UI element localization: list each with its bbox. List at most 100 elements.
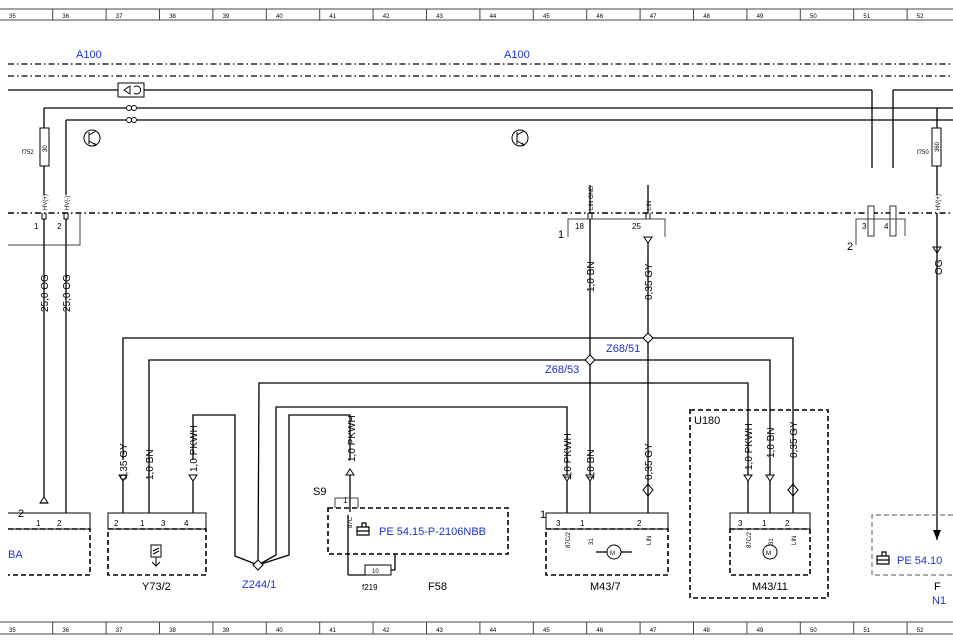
splice-label-z68-53: Z68/53 — [545, 364, 579, 376]
component-m43-11: 3 1 2 1,0 PKWH 1,0 BN 0,35 GY 87C/2 31 L… — [729, 421, 811, 593]
mid-pin-25: 25 — [632, 222, 641, 231]
ruler-column-number: 35 — [9, 14, 16, 20]
wire-label-og-2: 25,0 OG — [62, 274, 73, 312]
ruler-column-number: 45 — [543, 14, 550, 20]
ruler-column-number: 44 — [490, 14, 497, 20]
ruler-column-number: 36 — [62, 628, 69, 634]
ruler-column-number: 42 — [383, 14, 390, 20]
wire-label-pk-f58: 1,0 PKWH — [347, 415, 358, 462]
ruler-column-number: 49 — [757, 14, 764, 20]
left-box-pin-1: 1 — [36, 519, 41, 528]
right-component-box: PE 54.10 F N1 — [871, 514, 953, 607]
ruler-column-number: 50 — [810, 14, 817, 20]
ruler-column-number: 37 — [116, 628, 123, 634]
ruler-column-number: 37 — [116, 14, 123, 20]
solenoid-valve-icon — [150, 544, 162, 568]
right-connector-num: 2 — [847, 241, 853, 253]
connector-mid: LIN GND LIN 1 18 25 1,0 BN 0,35 GY — [558, 185, 666, 300]
bus-label-a100-mid: A100 — [504, 49, 530, 61]
wire-label-gy-y73: 0,35 GY — [119, 443, 130, 480]
ruler-column-number: 47 — [650, 628, 657, 634]
splice-z244-1: Z244/1 — [242, 559, 276, 591]
wire-label-pk-m437: 1,0 PKWH — [563, 433, 574, 480]
m4311-label: M43/11 — [752, 581, 788, 593]
left-component-box: 2 1 2 BA — [8, 496, 91, 576]
f58-label: F58 — [428, 581, 447, 593]
pin-name-hv-plus-right: HV(+) — [936, 194, 942, 210]
f219-value: 10 — [372, 569, 379, 575]
splice-label-z244-1: Z244/1 — [242, 579, 276, 591]
y73-pin-1: 1 — [140, 519, 145, 528]
ruler-column-number: 46 — [596, 14, 603, 20]
svg-text:M: M — [610, 551, 615, 557]
m437-pin-3: 3 — [556, 519, 561, 528]
s9-pin-name: 87C — [348, 516, 354, 528]
s9-pin-1: 1 — [343, 496, 348, 505]
wire-label-bn-y73: 1,0 BN — [145, 449, 156, 480]
ruler-column-number: 49 — [757, 628, 764, 634]
wire-label-gy-m437: 0,35 GY — [644, 443, 655, 480]
y73-pin-3: 3 — [161, 519, 166, 528]
ruler-column-number: 39 — [223, 14, 230, 20]
transistor-icon — [83, 129, 101, 147]
fuse-f752-label: f752 — [22, 150, 34, 156]
wire-label-gy-top: 0,35 GY — [644, 263, 655, 300]
m437-pin-2: 2 — [637, 519, 642, 528]
ruler-column-number: 41 — [329, 628, 336, 634]
wire-label-gy-m4311: 0,35 GY — [789, 421, 800, 458]
mid-pin-18: 18 — [575, 222, 584, 231]
left-box-num: 2 — [18, 508, 24, 520]
ruler-column-number: 38 — [169, 628, 176, 634]
m4311-pin-name-31: 31 — [769, 538, 775, 545]
wire-label-pk-y73: 1,0 PKWH — [189, 425, 200, 472]
m4311-pin-name-lin: LIN — [792, 536, 798, 545]
splice-z68-51: Z68/51 — [606, 332, 654, 355]
ruler-column-number: 42 — [383, 628, 390, 634]
fuse-f750-label: f750 — [917, 150, 929, 156]
m4311-pin-1: 1 — [762, 519, 767, 528]
connector-left: HV(+) HV(-) 1 2 25,0 OG 25,0 OG — [8, 194, 81, 513]
pe-reference-2: PE 54.10 — [897, 555, 942, 567]
wire-runs — [122, 219, 794, 566]
motor-icon: M — [762, 544, 778, 560]
ruler-column-number: 50 — [810, 628, 817, 634]
right-box-label-f: F — [934, 581, 941, 593]
ruler-column-number: 48 — [703, 628, 710, 634]
f219-label: f219 — [362, 583, 378, 592]
s9-label: S9 — [313, 486, 326, 498]
right-pin-4: 4 — [884, 222, 889, 231]
fuse-f750-value: 360 — [935, 141, 941, 152]
m4311-pin-name-87c: 87C/2 — [747, 531, 753, 548]
ruler-column-number: 51 — [863, 14, 870, 20]
mid-connector-num: 1 — [558, 229, 564, 241]
left-pin-1: 1 — [34, 222, 39, 231]
component-y73-2: 2 1 3 4 0,35 GY 1,0 BN 1,0 PKWH Y73/2 — [107, 425, 207, 593]
right-box-label-n1: N1 — [932, 595, 946, 607]
y73-pin-2: 2 — [114, 519, 119, 528]
ruler-column-number: 40 — [276, 628, 283, 634]
pin-name-hv-plus: HV(+) — [43, 194, 49, 210]
ruler-column-number: 52 — [917, 14, 924, 20]
component-s9-f58: 1,0 PKWH S9 1 87C 10 f219 F58 PE 54.15-P… — [313, 415, 509, 593]
m4311-pin-2: 2 — [785, 519, 790, 528]
a100-bus: A100 A100 — [8, 49, 953, 77]
left-pin-2: 2 — [57, 222, 62, 231]
pin-name-lin: LIN — [647, 201, 653, 210]
motor-icon: M — [596, 544, 632, 560]
m4311-pin-3: 3 — [738, 519, 743, 528]
left-box-label: BA — [8, 549, 23, 561]
ruler-column-number: 38 — [169, 14, 176, 20]
ruler-column-number: 43 — [436, 14, 443, 20]
pe-reference-1: PE 54.15-P-2106NBB — [379, 526, 486, 538]
wire-label-bn-top: 1,0 BN — [586, 261, 597, 292]
splice-z68-53: Z68/53 — [545, 354, 596, 376]
ruler-column-number: 52 — [917, 628, 924, 634]
left-box-pin-2: 2 — [57, 519, 62, 528]
component-u180: U180 — [689, 409, 829, 599]
fuse-f750: 360 f750 — [917, 127, 942, 195]
module-internal-lines — [8, 82, 953, 195]
ruler-column-number: 47 — [650, 14, 657, 20]
pointing-hand-icon — [356, 522, 370, 536]
